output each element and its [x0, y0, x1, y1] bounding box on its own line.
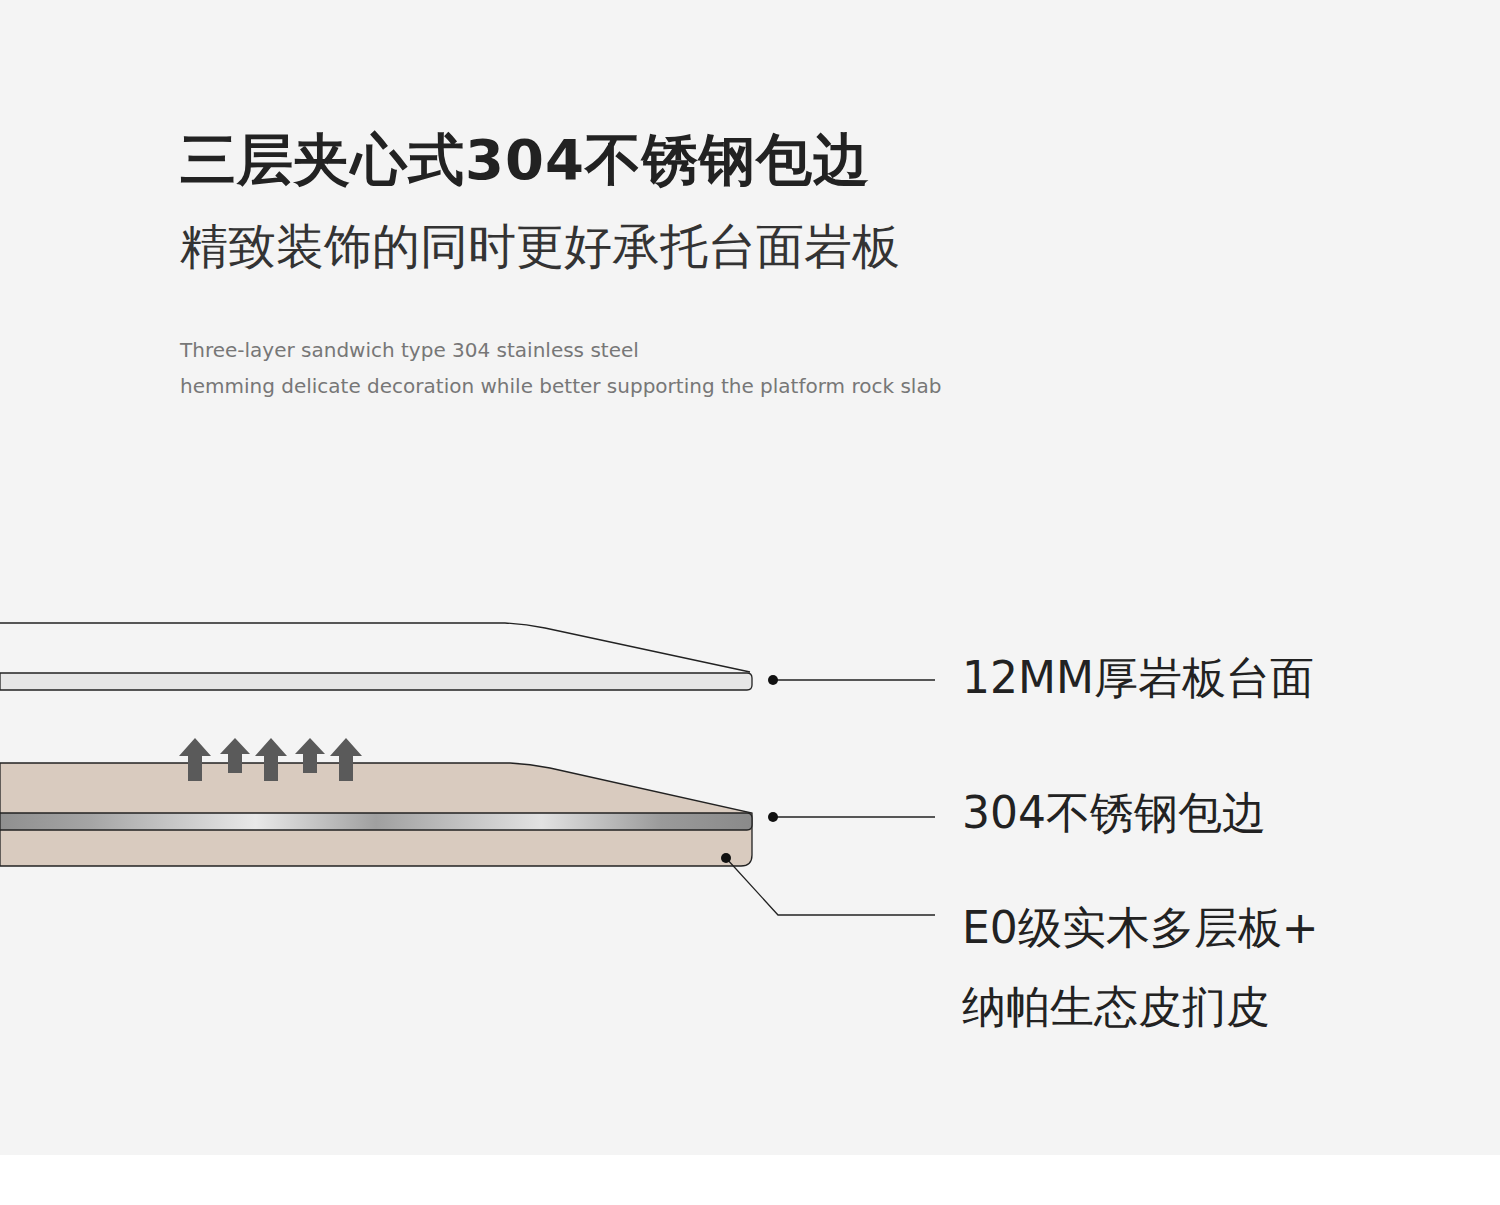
rock-slab [0, 623, 752, 690]
english-note: hemming delicate decoration while better… [180, 374, 941, 398]
up-arrows [179, 738, 362, 781]
main-heading: 三层夹心式304不锈钢包边 [180, 126, 870, 193]
sub-heading: 精致装饰的同时更好承托台面岩板 [180, 218, 900, 276]
english-note: Three-layer sandwich type 304 stainless … [180, 338, 639, 362]
leader-lines [726, 680, 935, 915]
label-line: 纳帕生态皮扪皮 [962, 967, 1319, 1046]
part-label: E0级实木多层板+ 纳帕生态皮扪皮 [962, 888, 1319, 1046]
plywood-base [0, 763, 752, 866]
part-label: 304不锈钢包边 [962, 785, 1266, 840]
leader-dots [721, 675, 778, 863]
part-label: 12MM厚岩板台面 [962, 650, 1314, 705]
label-line: E0级实木多层板+ [962, 888, 1319, 967]
